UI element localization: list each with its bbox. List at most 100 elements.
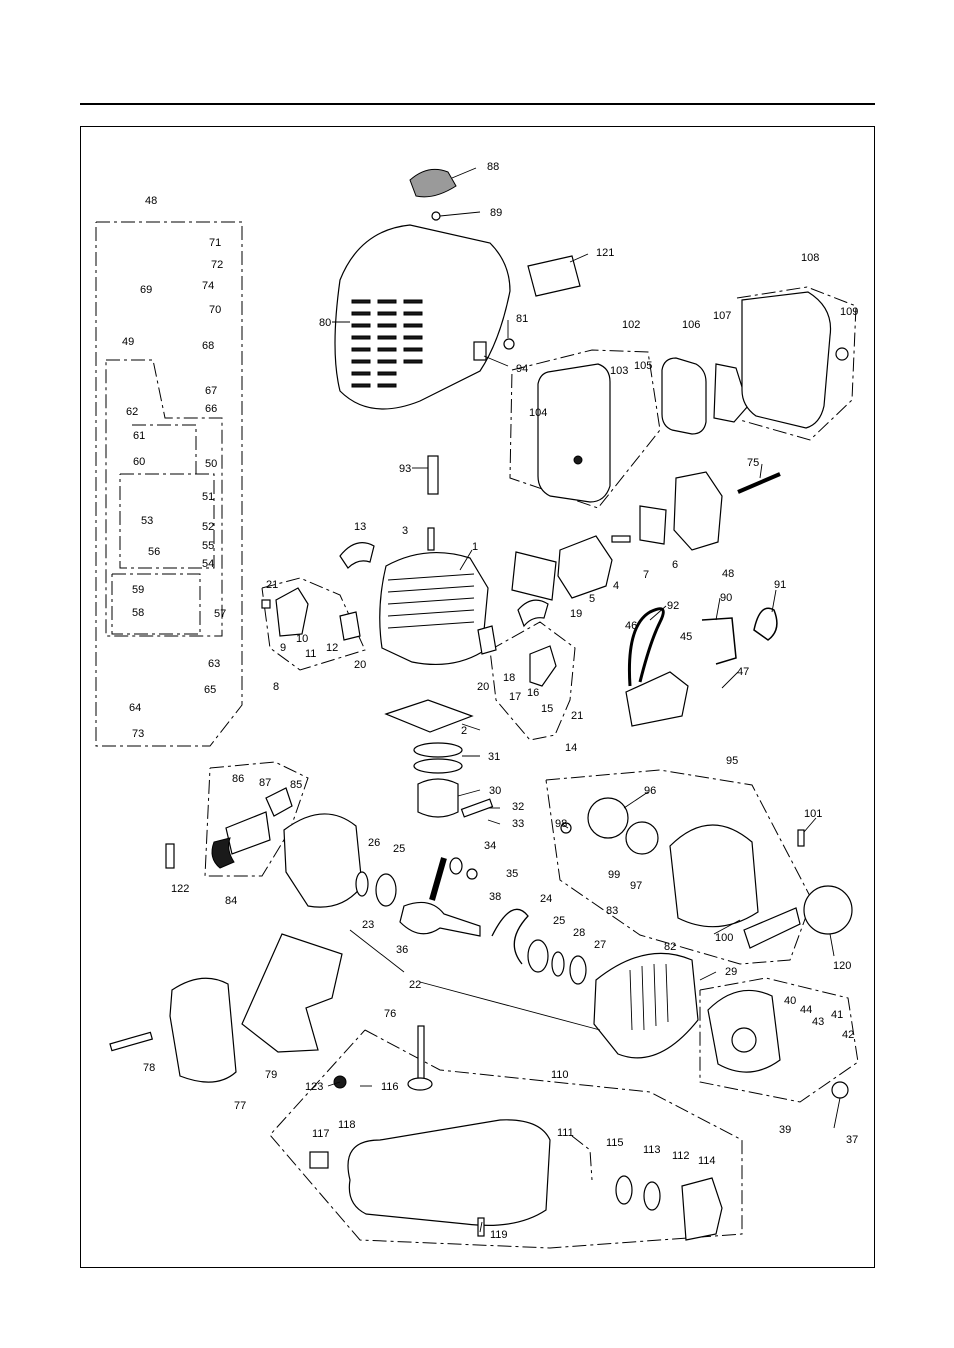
callout-92: 92 — [667, 600, 679, 612]
callout-46: 46 — [625, 620, 637, 632]
ignition-coil-45 — [625, 671, 689, 727]
fuel-tank-boundary-110 — [269, 1029, 743, 1249]
starter-cover-95 — [669, 824, 759, 928]
filter-cover-boundary-108 — [736, 286, 857, 441]
callout-111: 111 — [557, 1127, 574, 1139]
callout-78: 78 — [143, 1062, 155, 1074]
manifold-boundary-14 — [489, 621, 576, 741]
callout-117: 117 — [312, 1128, 330, 1140]
callout-43: 43 — [812, 1016, 824, 1028]
piston-pin-32 — [460, 798, 494, 818]
washer-35 — [466, 868, 478, 880]
spring-97 — [625, 821, 659, 855]
piston-ring-31b — [413, 758, 463, 774]
grip-100 — [743, 907, 801, 949]
callout-8: 8 — [273, 681, 279, 693]
gasket-6 — [639, 505, 667, 545]
callout-10: 10 — [296, 633, 308, 645]
starter-boundary-95 — [545, 769, 813, 965]
callout-30: 30 — [489, 785, 501, 797]
callout-91: 91 — [774, 579, 786, 591]
callout-52: 52 — [202, 521, 214, 533]
callout-23: 23 — [362, 919, 374, 931]
callout-42: 42 — [842, 1029, 854, 1041]
muffler-77 — [169, 977, 237, 1083]
callout-49: 49 — [122, 336, 134, 348]
damper-85 — [265, 787, 293, 817]
callout-67: 67 — [205, 385, 217, 397]
bearing-34 — [449, 857, 463, 875]
callout-1: 1 — [472, 541, 478, 553]
callout-56: 56 — [148, 546, 160, 558]
callout-93: 93 — [399, 463, 411, 475]
air-filter-boundary-102 — [509, 349, 661, 509]
ring-28 — [551, 951, 565, 977]
boundary-61-60 — [132, 424, 197, 474]
callout-45: 45 — [680, 631, 692, 643]
filter-cover-108 — [741, 291, 832, 429]
bolt-122 — [165, 843, 175, 869]
callout-54: 54 — [202, 558, 214, 570]
screw-21-left — [261, 599, 271, 609]
callout-17: 17 — [509, 691, 521, 703]
callout-55: 55 — [202, 540, 214, 552]
callout-20: 20 — [477, 681, 489, 693]
bolt-75 — [737, 472, 781, 494]
callout-50: 50 — [205, 458, 217, 470]
engine-cover-80 — [334, 224, 511, 410]
pulley-99 — [587, 797, 629, 839]
vent-112 — [643, 1181, 661, 1211]
grommet-116 — [407, 1077, 433, 1091]
header-rule — [80, 103, 875, 105]
callout-109: 109 — [840, 306, 858, 318]
callout-35: 35 — [506, 868, 518, 880]
callout-36: 36 — [396, 944, 408, 956]
callout-87: 87 — [259, 777, 271, 789]
callout-38: 38 — [489, 891, 501, 903]
connecting-rod — [429, 857, 447, 901]
callout-57: 57 — [214, 608, 226, 620]
callout-60: 60 — [133, 456, 145, 468]
filter-117 — [309, 1151, 329, 1169]
callout-76: 76 — [384, 1008, 396, 1020]
handle-86 — [225, 811, 271, 855]
callout-89: 89 — [490, 207, 502, 219]
fuel-tank-110 — [347, 1119, 551, 1226]
callout-103: 103 — [610, 365, 628, 377]
callout-4: 4 — [613, 580, 619, 592]
nut-37 — [831, 1081, 849, 1099]
callout-22: 22 — [409, 979, 421, 991]
hose-19 — [517, 599, 549, 628]
callout-21: 21 — [571, 710, 583, 722]
callout-83: 83 — [606, 905, 618, 917]
callout-118: 118 — [338, 1119, 356, 1131]
seal-26 — [355, 871, 369, 897]
callout-122: 122 — [171, 883, 189, 895]
bracket-15 — [529, 645, 557, 687]
callout-72: 72 — [211, 259, 223, 271]
callout-61: 61 — [133, 430, 145, 442]
callout-65: 65 — [204, 684, 216, 696]
leader-lines — [327, 167, 841, 1233]
boundary-57 — [111, 573, 201, 635]
carburetor-kit-boundary-48 — [95, 221, 243, 747]
head-gasket-2 — [384, 699, 474, 733]
callout-121: 121 — [596, 247, 614, 259]
callout-119: 119 — [490, 1229, 508, 1241]
callout-102: 102 — [622, 319, 640, 331]
flywheel-hub — [731, 1027, 757, 1053]
callout-75: 75 — [747, 457, 759, 469]
callout-71: 71 — [209, 237, 221, 249]
callout-7: 7 — [643, 569, 649, 581]
nut-89 — [431, 211, 441, 221]
callout-96: 96 — [644, 785, 656, 797]
bolt-78 — [109, 1031, 154, 1052]
screw-7 — [611, 535, 631, 543]
callout-25: 25 — [393, 843, 405, 855]
callout-48: 48 — [145, 195, 157, 207]
callout-41: 41 — [831, 1009, 843, 1021]
callout-90: 90 — [720, 592, 732, 604]
callout-40: 40 — [784, 995, 796, 1007]
callout-5: 5 — [589, 593, 595, 605]
